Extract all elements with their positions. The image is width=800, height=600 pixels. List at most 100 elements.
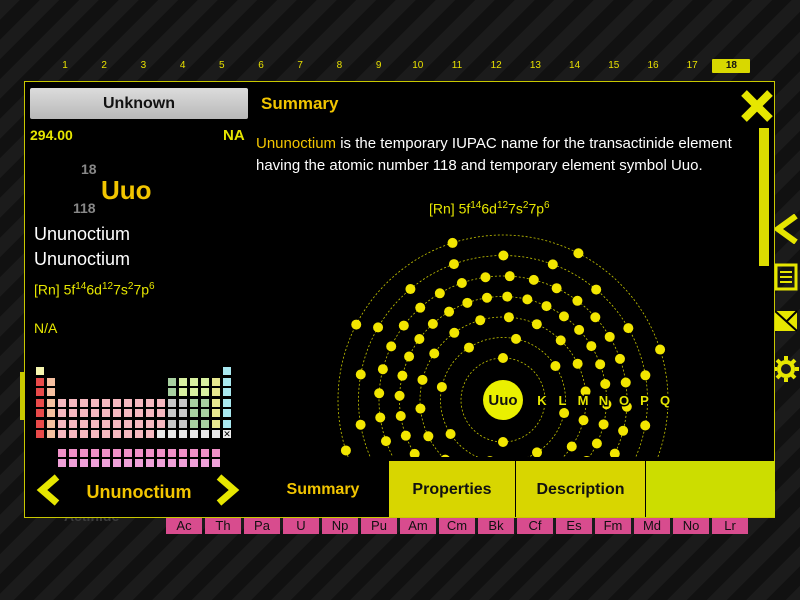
mini-table-cell[interactable] — [134, 418, 144, 429]
scrollbar[interactable] — [759, 128, 769, 468]
mini-table-cell[interactable] — [156, 408, 166, 418]
mini-table-cell[interactable] — [123, 458, 133, 469]
group-10[interactable]: 10 — [412, 60, 424, 71]
actinide-cell[interactable]: Bk — [478, 517, 514, 534]
mini-table-cell[interactable] — [123, 418, 133, 429]
selected-element-marker[interactable]: ✕ — [222, 429, 232, 439]
mini-table-cell[interactable] — [134, 458, 144, 469]
group-14[interactable]: 14 — [569, 60, 581, 71]
actinide-cell[interactable]: Np — [322, 517, 358, 534]
mini-table-cell[interactable] — [211, 447, 221, 458]
mini-table-cell[interactable] — [200, 397, 210, 408]
mini-table-cell[interactable] — [134, 397, 144, 408]
mini-table-cell[interactable] — [167, 376, 177, 387]
mini-table-cell[interactable] — [156, 397, 166, 408]
gear-icon[interactable] — [772, 354, 800, 384]
mini-table-cell[interactable] — [57, 458, 67, 469]
mini-table-cell[interactable] — [222, 387, 232, 397]
group-17[interactable]: 17 — [686, 60, 698, 71]
mini-table-cell[interactable] — [101, 418, 111, 429]
group-5[interactable]: 5 — [219, 60, 225, 71]
mini-table-cell[interactable] — [68, 397, 78, 408]
group-15[interactable]: 15 — [608, 60, 620, 71]
group-8[interactable]: 8 — [336, 60, 343, 71]
mini-table-cell[interactable] — [134, 429, 144, 439]
chevron-right-icon[interactable] — [213, 473, 243, 507]
mini-table-cell[interactable] — [189, 458, 199, 469]
mini-table-cell[interactable] — [156, 447, 166, 458]
actinide-cell[interactable]: Lr — [712, 517, 748, 534]
mini-table-cell[interactable] — [68, 408, 78, 418]
mini-table-cell[interactable] — [200, 387, 210, 397]
mini-table-cell[interactable] — [79, 408, 89, 418]
mini-table-cell[interactable] — [68, 458, 78, 469]
actinide-cell[interactable]: No — [673, 517, 709, 534]
mini-table-cell[interactable] — [112, 418, 122, 429]
group-3[interactable]: 3 — [140, 60, 147, 71]
tab-properties[interactable]: Properties — [388, 461, 515, 517]
mini-table-cell[interactable] — [178, 376, 188, 387]
actinide-cell[interactable]: Cf — [517, 517, 553, 534]
mini-table-cell[interactable] — [200, 458, 210, 469]
tab-description[interactable]: Description — [515, 461, 645, 517]
mini-table-cell[interactable] — [90, 397, 100, 408]
mini-table-cell[interactable] — [222, 408, 232, 418]
mini-table-cell[interactable] — [200, 447, 210, 458]
mini-table-cell[interactable] — [200, 429, 210, 439]
mini-table-cell[interactable] — [35, 366, 45, 376]
mini-table-cell[interactable] — [189, 387, 199, 397]
mini-table-cell[interactable] — [178, 447, 188, 458]
mini-table-cell[interactable] — [189, 408, 199, 418]
group-4[interactable]: 4 — [179, 60, 186, 71]
group-6[interactable]: 6 — [258, 60, 264, 71]
mini-table-cell[interactable] — [90, 458, 100, 469]
mini-table-cell[interactable] — [35, 387, 45, 397]
mini-table-cell[interactable] — [211, 418, 221, 429]
mini-table-cell[interactable] — [123, 429, 133, 439]
mini-table-cell[interactable] — [145, 458, 155, 469]
actinide-cell[interactable]: Md — [634, 517, 670, 534]
group-16[interactable]: 16 — [647, 60, 659, 71]
mini-table-cell[interactable] — [134, 447, 144, 458]
group-18[interactable]: 18 — [712, 59, 751, 73]
mini-table-cell[interactable] — [222, 376, 232, 387]
mini-table-cell[interactable] — [90, 418, 100, 429]
mini-table-cell[interactable] — [145, 429, 155, 439]
mini-table-cell[interactable] — [46, 376, 56, 387]
mini-table-cell[interactable] — [178, 408, 188, 418]
mini-table-cell[interactable] — [189, 397, 199, 408]
mini-table-cell[interactable] — [57, 408, 67, 418]
mini-table-cell[interactable] — [167, 397, 177, 408]
mini-table-cell[interactable] — [178, 387, 188, 397]
mini-table-cell[interactable] — [112, 397, 122, 408]
mini-table-cell[interactable] — [101, 408, 111, 418]
actinide-cell[interactable]: Fm — [595, 517, 631, 534]
mini-table-cell[interactable] — [123, 408, 133, 418]
mini-table-cell[interactable] — [123, 397, 133, 408]
group-12[interactable]: 12 — [490, 60, 502, 71]
mini-table-cell[interactable] — [211, 408, 221, 418]
mini-table-cell[interactable] — [79, 397, 89, 408]
mini-table-cell[interactable] — [211, 387, 221, 397]
mini-table-cell[interactable] — [167, 458, 177, 469]
mini-table-cell[interactable] — [145, 418, 155, 429]
mini-table-cell[interactable] — [101, 429, 111, 439]
chevron-left-icon[interactable] — [772, 213, 800, 245]
actinide-cell[interactable]: Ac — [166, 517, 202, 534]
mini-table-cell[interactable] — [211, 376, 221, 387]
mini-table-cell[interactable] — [90, 447, 100, 458]
group-11[interactable]: 11 — [451, 60, 463, 71]
mini-table-cell[interactable] — [101, 447, 111, 458]
mini-table-cell[interactable] — [112, 458, 122, 469]
mini-table-cell[interactable] — [189, 418, 199, 429]
group-13[interactable]: 13 — [529, 60, 541, 71]
actinide-cell[interactable]: Am — [400, 517, 436, 534]
chevron-left-icon[interactable] — [33, 473, 63, 507]
group-2[interactable]: 2 — [101, 60, 107, 71]
mini-table-cell[interactable] — [200, 376, 210, 387]
mini-table-cell[interactable] — [35, 418, 45, 429]
mini-table-cell[interactable] — [222, 366, 232, 376]
mini-table-cell[interactable] — [222, 418, 232, 429]
mini-table-cell[interactable] — [189, 376, 199, 387]
mini-table-cell[interactable] — [167, 429, 177, 439]
